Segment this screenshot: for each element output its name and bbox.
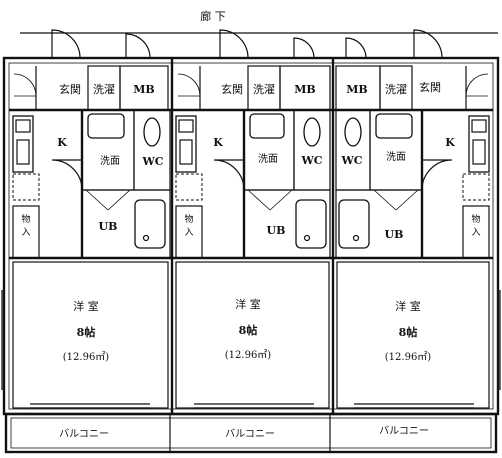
kitchen-counter-3 [462, 173, 490, 201]
storage-label-3a: 物 [471, 213, 480, 225]
unit-2: 玄関 洗濯 MB K 物 入 洗面 WC UB 洋 室 8帖 (12.96㎡) [175, 29, 331, 409]
washbasin-3 [375, 113, 413, 139]
entrance-swing-1 [13, 73, 37, 97]
storage-label-3b: 入 [471, 227, 480, 238]
room-area-2: (12.96㎡) [225, 349, 272, 361]
storage-label-1a: 物 [21, 213, 30, 225]
bath-label-2: UB [267, 224, 286, 237]
unit-3: MB 洗濯 玄関 WC 洗面 K 物 入 UB 洋 室 8帖 (12.96㎡) [335, 29, 490, 409]
room-name-3: 洋 室 [395, 299, 421, 313]
toilet-3 [344, 117, 362, 147]
fridge-2 [175, 115, 197, 173]
entrance-door-2 [219, 29, 249, 59]
bath-box-1 [81, 189, 171, 259]
laundry-label-3: 洗濯 [385, 83, 407, 96]
washroom-label-2: 洗面 [258, 153, 278, 165]
kitchen-label-2: K [213, 136, 223, 149]
room-area-3: (12.96㎡) [385, 351, 432, 363]
room-size-1: 8帖 [77, 325, 96, 339]
toilet-1 [143, 117, 161, 147]
washbasin-1 [87, 113, 125, 139]
laundry-label-2: 洗濯 [253, 83, 275, 96]
entrance-door-1 [51, 29, 81, 59]
kitchen-counter-1 [12, 173, 40, 201]
entrance-swing-2 [177, 73, 201, 97]
bath-box-3 [335, 189, 423, 259]
room-name-1: 洋 室 [73, 299, 99, 313]
balcony-label-3: バルコニー [379, 425, 429, 437]
washroom-label-1: 洗面 [100, 155, 120, 167]
unit-1: 玄関 洗濯 MB K 物 入 洗面 WC UB 洋 室 8帖 (12.96㎡) [12, 29, 171, 409]
drain-1 [142, 234, 150, 242]
room-area-1: (12.96㎡) [63, 351, 110, 363]
balcony-label-2: バルコニー [225, 428, 275, 440]
storage-label-2a: 物 [184, 213, 193, 225]
bath-door-3 [373, 189, 419, 211]
bath-box-2 [243, 189, 331, 259]
kitchen-door-2 [213, 159, 245, 191]
storage-box-2 [175, 205, 203, 259]
mb-door-2 [293, 37, 315, 59]
kitchen-label-3: K [445, 136, 455, 149]
washbasin-2 [249, 113, 285, 139]
entrance-door-3 [413, 29, 443, 59]
bath-door-1 [85, 189, 131, 211]
fridge-3 [468, 115, 490, 173]
stove-1 [15, 119, 31, 133]
stove-3 [471, 119, 487, 133]
mb-label-3: MB [346, 83, 367, 96]
bathtub-3 [338, 199, 370, 249]
stove-2 [178, 119, 194, 133]
room-size-3: 8帖 [399, 325, 418, 339]
wc-label-1: WC [141, 155, 163, 168]
drain-3 [352, 234, 360, 242]
storage-box-1 [12, 205, 40, 259]
balcony-inner [10, 417, 492, 449]
wc-label-3: WC [340, 154, 362, 167]
drain-2 [303, 234, 311, 242]
sink-3 [472, 139, 486, 165]
bathtub-1 [134, 199, 166, 249]
bathtub-2 [295, 199, 327, 249]
wc-label-2: WC [300, 154, 322, 167]
mb-label-2: MB [294, 83, 315, 96]
kitchen-door-3 [421, 159, 453, 191]
balcony-label-1: バルコニー [59, 428, 109, 440]
storage-label-2b: 入 [184, 227, 193, 238]
room-name-2: 洋 室 [235, 297, 261, 311]
toilet-2 [303, 117, 321, 147]
storage-label-1b: 入 [21, 227, 30, 238]
building-inner-outline [8, 62, 494, 410]
bath-door-2 [247, 189, 293, 211]
mb-door-3 [345, 37, 367, 59]
bath-label-1: UB [99, 220, 118, 233]
entrance-swing-3 [465, 73, 489, 97]
entrance-label-3: 玄関 [419, 80, 441, 94]
balcony-outline [4, 412, 498, 454]
kitchen-counter-2 [175, 173, 203, 201]
kitchen-door-1 [51, 159, 83, 191]
entrance-label-2: 玄関 [221, 82, 243, 96]
mb-door-1 [125, 33, 151, 59]
entrance-label-1: 玄関 [59, 82, 81, 96]
sink-2 [179, 139, 193, 165]
storage-box-3 [462, 205, 490, 259]
room-size-2: 8帖 [239, 323, 258, 337]
bath-label-3: UB [385, 228, 404, 241]
laundry-label-1: 洗濯 [93, 83, 115, 96]
washroom-label-3: 洗面 [386, 151, 406, 163]
corridor-label: 廊 下 [200, 9, 226, 23]
kitchen-label-1: K [57, 136, 67, 149]
fridge-1 [12, 115, 34, 173]
sink-1 [16, 139, 30, 165]
mb-label-1: MB [133, 83, 154, 96]
